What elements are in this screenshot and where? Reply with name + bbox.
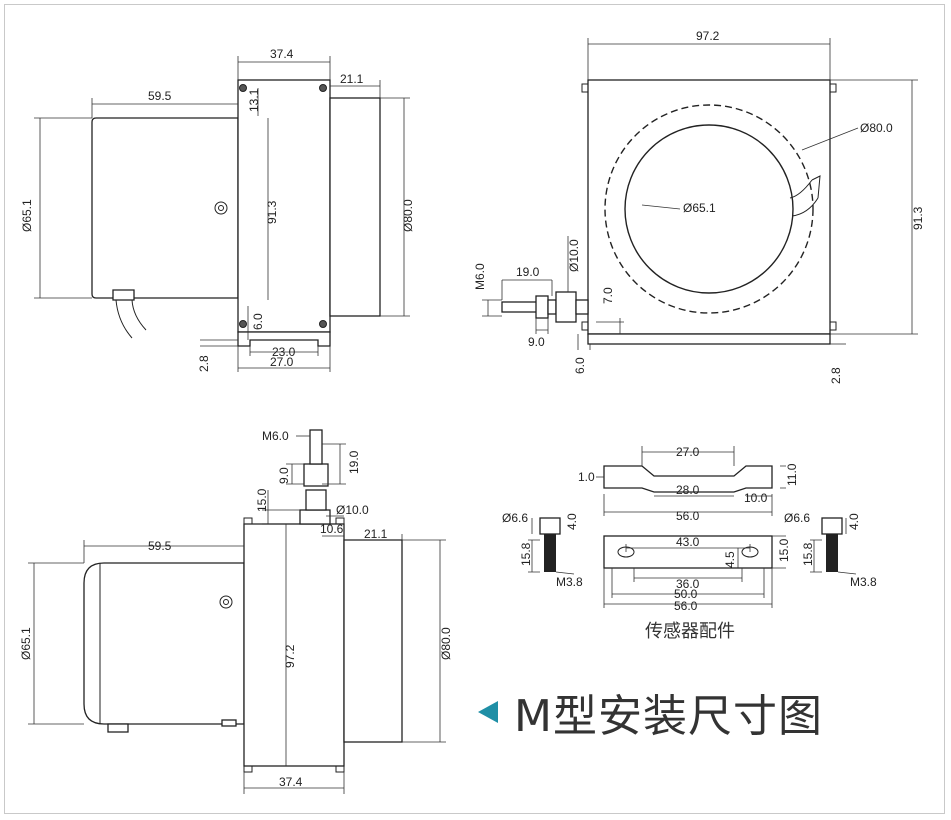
side-view-bottom xyxy=(28,429,446,794)
front-view-labels: 97.2 Ø80.0 Ø65.1 91.3 M6.0 19.0 Ø10.0 7.… xyxy=(473,29,925,384)
dim-label: 10.6 xyxy=(320,522,344,536)
triangle-marker-icon xyxy=(478,701,498,723)
drawing-title: M型安装尺寸图 xyxy=(478,684,823,742)
dim-label: 15.8 xyxy=(519,542,533,566)
dim-label: 59.5 xyxy=(148,539,172,553)
dim-label: Ø65.1 xyxy=(683,201,716,215)
dim-label: 2.8 xyxy=(829,367,843,384)
side-view-bottom-labels: M6.0 19.0 9.0 15.0 Ø10.0 10.6 21.1 59.5 … xyxy=(19,429,453,789)
dim-label: 11.0 xyxy=(785,463,799,486)
dim-label: 56.0 xyxy=(674,599,698,613)
dim-label: 27.0 xyxy=(676,445,700,459)
dim-label: 21.1 xyxy=(340,72,364,86)
dim-label: 4.0 xyxy=(565,513,579,530)
dim-label: 15.8 xyxy=(801,542,815,566)
dim-label: 9.0 xyxy=(277,467,291,484)
dim-label: 21.1 xyxy=(364,527,388,541)
dim-label: 56.0 xyxy=(676,509,700,523)
dim-label: 6.0 xyxy=(573,357,587,374)
dim-label: 37.4 xyxy=(270,47,294,61)
dim-label: 1.0 xyxy=(578,470,595,484)
dim-label: 27.0 xyxy=(270,355,294,369)
dim-label: 23.0 xyxy=(272,345,296,359)
dim-label: 19.0 xyxy=(347,450,361,474)
dim-label: M3.8 xyxy=(556,575,583,589)
dim-label: Ø10.0 xyxy=(567,239,581,272)
dim-label: 59.5 xyxy=(148,89,172,103)
drawing-frame xyxy=(4,4,945,814)
dim-label: 6.0 xyxy=(251,313,265,330)
dim-label: Ø65.1 xyxy=(19,627,33,660)
dim-label: 7.0 xyxy=(601,287,615,304)
dim-label: 4.5 xyxy=(723,551,737,568)
dim-label: Ø65.1 xyxy=(20,199,34,232)
dim-label: M3.8 xyxy=(850,575,877,589)
dim-label: 36.0 xyxy=(676,577,700,591)
dim-label: 19.0 xyxy=(516,265,540,279)
dim-label: 97.2 xyxy=(696,29,720,43)
dim-label: Ø10.0 xyxy=(336,503,369,517)
dim-label: 9.0 xyxy=(528,335,545,349)
dim-label: 10.0 xyxy=(744,491,768,505)
dim-label: 91.3 xyxy=(265,200,279,224)
page-title: M型安装尺寸图 xyxy=(514,691,823,742)
accessories-labels: 27.0 1.0 11.0 28.0 10.0 56.0 Ø6.6 4.0 Ø6… xyxy=(502,445,877,613)
dim-label: Ø80.0 xyxy=(860,121,893,135)
dim-label: 91.3 xyxy=(911,206,925,230)
front-view xyxy=(482,38,918,350)
dim-label: 43.0 xyxy=(676,535,700,549)
dim-label: 2.8 xyxy=(197,355,211,372)
dim-label: 97.2 xyxy=(283,644,297,668)
dim-label: M6.0 xyxy=(262,429,289,443)
side-view-top-labels: 37.4 21.1 59.5 13.1 Ø65.1 91.3 Ø80.0 6.0… xyxy=(20,47,415,372)
accessories-caption: 传感器配件 xyxy=(645,621,735,642)
dim-label: Ø80.0 xyxy=(401,199,415,232)
dim-label: 37.4 xyxy=(279,775,303,789)
accessories-view xyxy=(528,446,857,608)
dim-label: Ø80.0 xyxy=(439,627,453,660)
dim-label: Ø6.6 xyxy=(784,511,810,525)
dim-label: 15.0 xyxy=(255,488,269,512)
dim-label: M6.0 xyxy=(473,263,487,290)
dim-label: 4.0 xyxy=(847,513,861,530)
dim-label: 15.0 xyxy=(777,538,791,562)
dim-label: 50.0 xyxy=(674,587,698,601)
dim-label: 28.0 xyxy=(676,483,700,497)
dim-label: Ø6.6 xyxy=(502,511,528,525)
dim-label: 13.1 xyxy=(247,88,261,112)
side-view-top xyxy=(34,56,410,372)
